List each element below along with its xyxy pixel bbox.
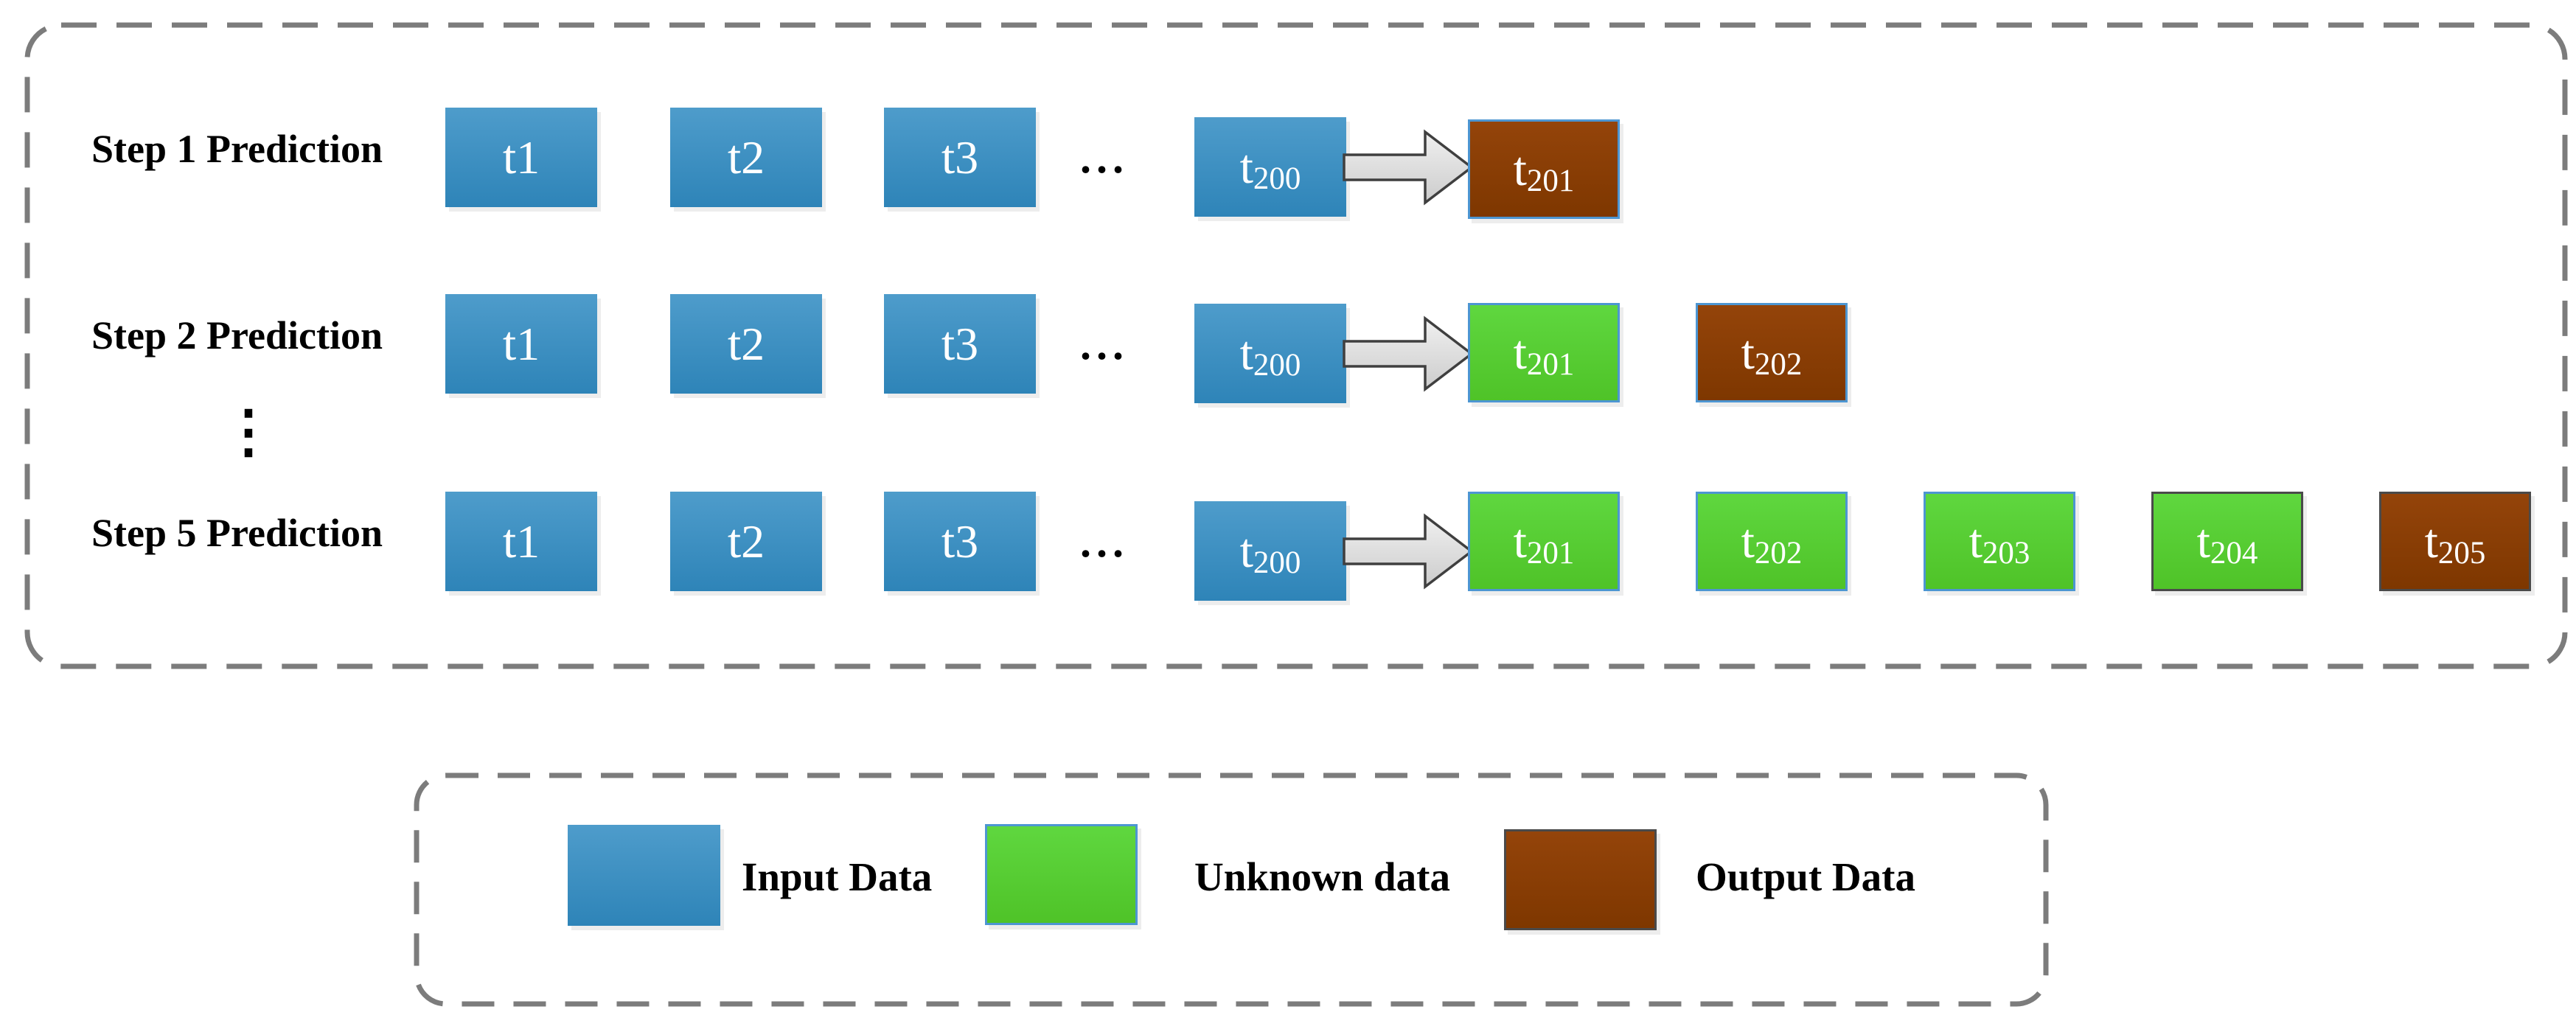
legend-swatch-unknown bbox=[985, 824, 1138, 925]
box-label-number: 2 bbox=[741, 514, 765, 568]
legend-swatch-input bbox=[568, 825, 720, 926]
box-label-base: t bbox=[941, 514, 955, 568]
box-label-number: 3 bbox=[955, 514, 979, 568]
box-label-number: 201 bbox=[1526, 164, 1575, 198]
arrow-icon bbox=[1343, 315, 1474, 392]
box-label-number: 200 bbox=[1253, 545, 1301, 580]
ellipsis-icon: ... bbox=[1080, 517, 1129, 566]
box-label-number: 202 bbox=[1754, 536, 1803, 571]
legend-frame bbox=[414, 772, 2049, 1007]
box-label-base: t bbox=[727, 514, 742, 568]
box-label-number: 202 bbox=[1754, 347, 1803, 382]
box-label-base: t bbox=[1968, 514, 1983, 568]
ellipsis-icon: ... bbox=[1080, 133, 1129, 182]
box-label-number: 3 bbox=[955, 317, 979, 370]
box-label-number: 200 bbox=[1253, 348, 1301, 383]
step-label-1: Step 1 Prediction bbox=[91, 127, 383, 171]
box-label-number: 205 bbox=[2437, 536, 2486, 571]
box-label-base: t bbox=[727, 316, 742, 371]
box-label-number: 203 bbox=[1982, 536, 2030, 571]
vertical-ellipsis-icon: ⋮ bbox=[220, 400, 277, 464]
legend-label-input: Input Data bbox=[742, 854, 933, 899]
ellipsis-icon: ... bbox=[1080, 320, 1129, 369]
box-label-base: t bbox=[1239, 523, 1253, 578]
box-label-number: 201 bbox=[1526, 347, 1575, 382]
box-label-base: t bbox=[1239, 326, 1253, 380]
box-label-number: 3 bbox=[955, 130, 979, 184]
prediction-steps-frame bbox=[24, 22, 2568, 669]
box-label-number: 1 bbox=[516, 514, 540, 568]
legend-label-unknown: Unknown data bbox=[1194, 854, 1450, 899]
step-label-2: Step 2 Prediction bbox=[91, 313, 383, 357]
box-label-base: t bbox=[1513, 514, 1527, 568]
box-label-number: 2 bbox=[741, 130, 765, 184]
box-label-number: 200 bbox=[1253, 161, 1301, 196]
step-label-3: Step 5 Prediction bbox=[91, 511, 383, 555]
box-label-base: t bbox=[941, 130, 955, 184]
legend-swatch-output bbox=[1504, 829, 1657, 930]
box-label-base: t bbox=[502, 130, 517, 184]
box-label-base: t bbox=[1741, 514, 1755, 568]
box-label-base: t bbox=[1239, 139, 1253, 194]
box-label-base: t bbox=[502, 316, 517, 371]
box-label-base: t bbox=[1741, 325, 1755, 380]
arrow-icon bbox=[1343, 129, 1474, 206]
box-label-base: t bbox=[941, 316, 955, 371]
box-label-number: 1 bbox=[516, 130, 540, 184]
box-label-base: t bbox=[502, 514, 517, 568]
arrow-icon bbox=[1343, 513, 1474, 590]
box-label-number: 201 bbox=[1526, 536, 1575, 571]
box-label-base: t bbox=[1513, 142, 1527, 196]
box-label-base: t bbox=[727, 130, 742, 184]
box-label-base: t bbox=[1513, 325, 1527, 380]
legend-label-output: Output Data bbox=[1696, 854, 1915, 899]
box-label-base: t bbox=[2196, 514, 2210, 568]
box-label-number: 204 bbox=[2210, 536, 2258, 571]
box-label-base: t bbox=[2424, 514, 2438, 568]
box-label-number: 1 bbox=[516, 317, 540, 370]
box-label-number: 2 bbox=[741, 317, 765, 370]
